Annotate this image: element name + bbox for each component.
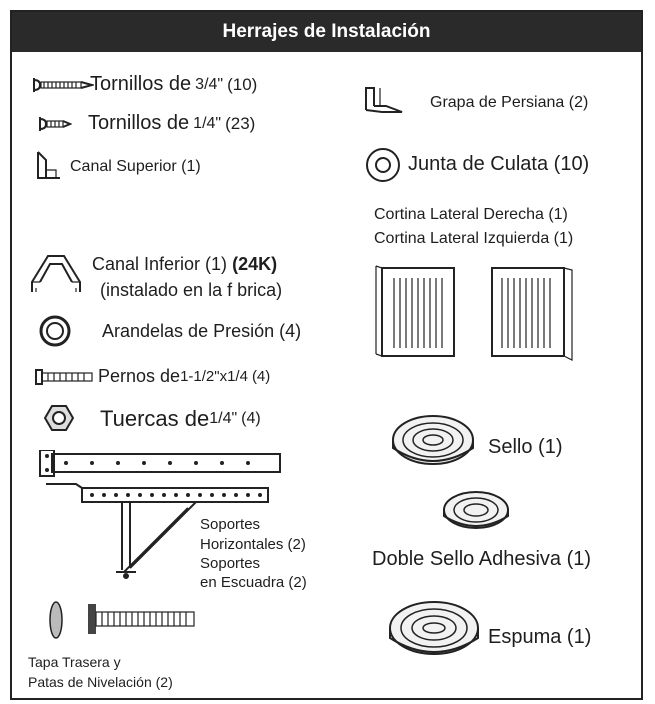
soportes-line-4: en Escuadra (2)	[200, 574, 307, 591]
canal-inferior-text: Canal Inferior (1)	[92, 254, 228, 274]
doble-sello-label: Doble Sello Adhesiva (1)	[372, 548, 592, 570]
grapa-label: Grapa de Persiana (2)	[430, 94, 589, 111]
bolt-icon	[35, 369, 93, 385]
screw-short-icon	[39, 117, 72, 131]
canal-inferior-line-1: Canal Inferior (1) (24K)	[92, 254, 277, 275]
sello-label: Sello (1)	[488, 436, 563, 458]
tapa-line-1: Tapa Trasera y	[28, 654, 121, 670]
bottom-channel-icon	[31, 255, 81, 292]
leveling-leg-icon	[49, 601, 195, 639]
screw-1-4-size: 1/4"	[193, 114, 222, 132]
cortina-derecha-label: Cortina Lateral Derecha (1)	[374, 206, 568, 223]
cortina-izquierda-label: Cortina Lateral Izquierda (1)	[374, 230, 574, 247]
screw-3-4-label: Tornillos de 3/4" (10)	[90, 73, 257, 96]
pernos-prefix: Pernos de	[98, 366, 181, 386]
soportes-line-2: Horizontales (2)	[200, 536, 306, 553]
screw-3-4-size: 3/4"	[195, 75, 224, 93]
side-curtain-icon	[375, 265, 573, 361]
soportes-line-1: Soportes	[200, 516, 261, 533]
top-channel-icon	[37, 151, 60, 179]
tuercas-size: 1/4"	[209, 410, 238, 427]
espuma-label: Espuma (1)	[488, 626, 592, 648]
screw-3-4-prefix: Tornillos de	[90, 73, 192, 95]
canal-inferior-line-2: (instalado en la f brica)	[100, 280, 283, 300]
screw-long-icon	[33, 78, 94, 92]
seal-coil-icon	[392, 415, 474, 465]
screw-1-4-prefix: Tornillos de	[88, 112, 190, 134]
nut-icon	[44, 405, 74, 431]
tuercas-qty: (4)	[241, 410, 261, 427]
brackets-icon	[39, 450, 281, 579]
foam-coil-icon	[389, 601, 479, 655]
pernos-qty: (4)	[251, 368, 271, 385]
tapa-line-2: Patas de Nivelación (2)	[28, 674, 173, 690]
pernos-label: Pernos de 1-1/2"x1/4 (4)	[98, 366, 270, 387]
lock-washer-icon	[39, 315, 71, 347]
tuercas-prefix: Tuercas de	[100, 406, 210, 431]
soportes-line-3: Soportes	[200, 555, 261, 572]
canal-inferior-model: (24K)	[232, 254, 278, 274]
hardware-panel: Herrajes de Instalación Tornillos de 3/4…	[10, 10, 643, 700]
screw-3-4-qty: (10)	[227, 74, 258, 94]
gasket-ring-icon	[366, 148, 400, 182]
arandelas-label: Arandelas de Presión (4)	[102, 321, 302, 341]
junta-label: Junta de Culata (10)	[408, 153, 590, 175]
double-seal-coil-icon	[443, 491, 509, 529]
canal-superior-label: Canal Superior (1)	[70, 158, 201, 175]
shutter-clip-icon	[365, 87, 403, 113]
tuercas-label: Tuercas de 1/4" (4)	[100, 406, 261, 432]
panel-title: Herrajes de Instalación	[222, 21, 431, 42]
pernos-size: 1-1/2"x1/4	[180, 368, 248, 385]
screw-1-4-label: Tornillos de 1/4" (23)	[88, 112, 255, 135]
screw-1-4-qty: (23)	[225, 113, 256, 133]
header-bar: Herrajes de Instalación	[12, 12, 641, 52]
